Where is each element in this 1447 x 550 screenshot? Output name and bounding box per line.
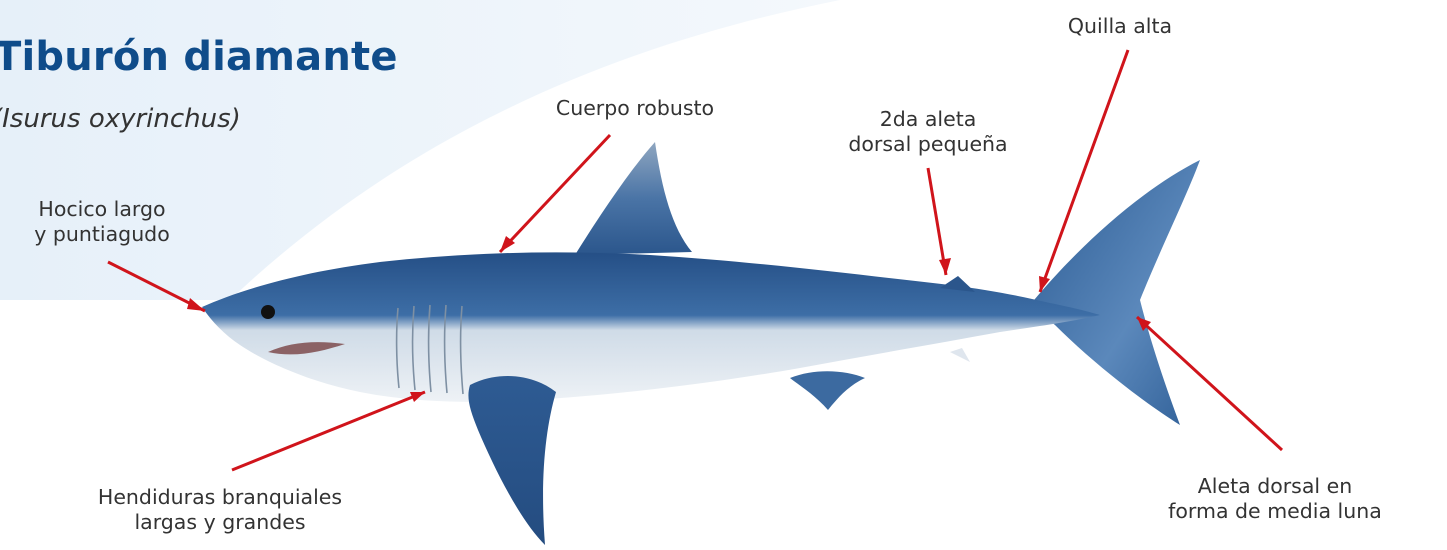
- label-second-dorsal-fin: 2da aleta dorsal pequeña: [848, 107, 1008, 156]
- label-snout: Hocico largo y puntiagudo: [34, 197, 170, 246]
- shark-mouth: [268, 342, 345, 355]
- page-title: Tiburón diamante: [0, 34, 398, 80]
- label-body: Cuerpo robusto: [555, 96, 715, 120]
- caudal-fin: [1030, 160, 1200, 425]
- pelvic-fin: [790, 371, 865, 410]
- second-dorsal-fin: [940, 276, 975, 292]
- anal-fin: [950, 348, 970, 362]
- shark-body: [202, 252, 1100, 402]
- gill-slits: [395, 304, 464, 395]
- first-dorsal-fin: [575, 142, 692, 255]
- label-tail-fin: Aleta dorsal en forma de media luna: [1168, 474, 1382, 523]
- label-keel: Quilla alta: [1067, 14, 1173, 38]
- pectoral-fin: [468, 375, 556, 545]
- scientific-name: (Isurus oxyrinchus): [0, 104, 241, 134]
- arrows: [107, 49, 1284, 472]
- shark-eye: [261, 305, 275, 319]
- label-gill-slits: Hendiduras branquiales largas y grandes: [97, 485, 343, 534]
